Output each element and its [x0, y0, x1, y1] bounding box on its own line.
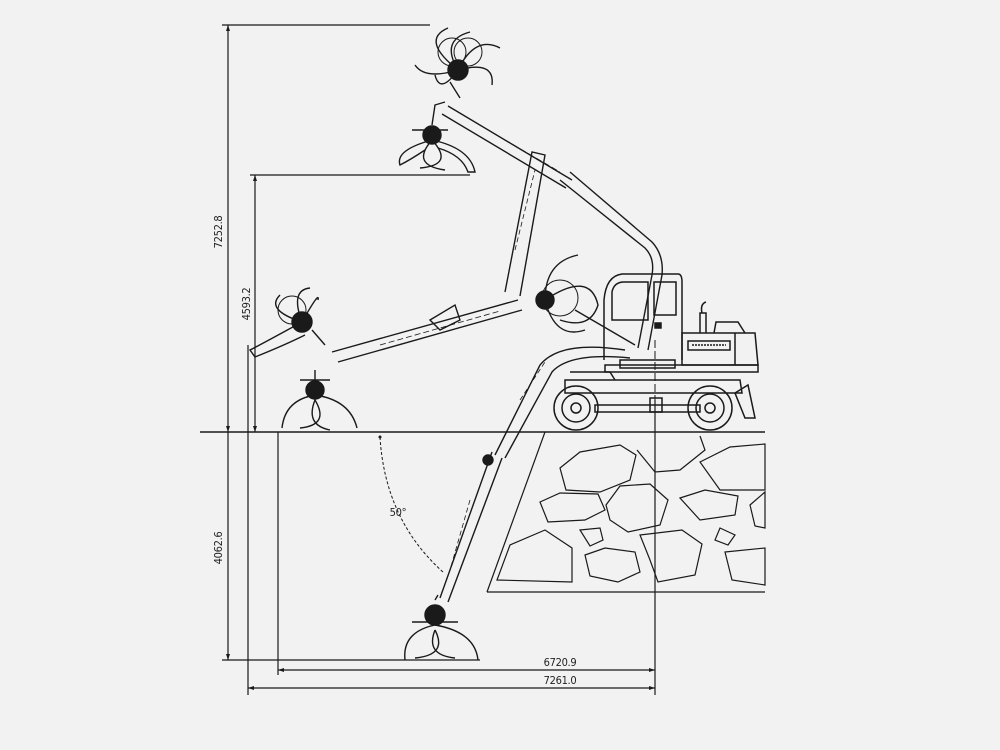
dimension-arrows	[226, 25, 655, 690]
dim-label-7261-0: 7261.0	[544, 674, 577, 687]
dim-label-7252-8: 7252.8	[212, 216, 225, 249]
boom-pose-raised	[398, 27, 663, 351]
boom-pose-horizontal	[248, 151, 636, 431]
excavator-machine	[553, 273, 759, 431]
dim-label-4062-6: 4062.6	[212, 532, 225, 565]
angle-label: 50°	[390, 506, 407, 519]
dim-label-6720-9: 6720.9	[544, 656, 577, 669]
boom-pose-lowered	[404, 346, 631, 661]
dim-label-4593-2: 4593.2	[240, 288, 253, 321]
dimension-lines	[222, 24, 656, 695]
stone-embankment	[486, 431, 766, 593]
angle-indicator: 50°	[378, 435, 444, 573]
